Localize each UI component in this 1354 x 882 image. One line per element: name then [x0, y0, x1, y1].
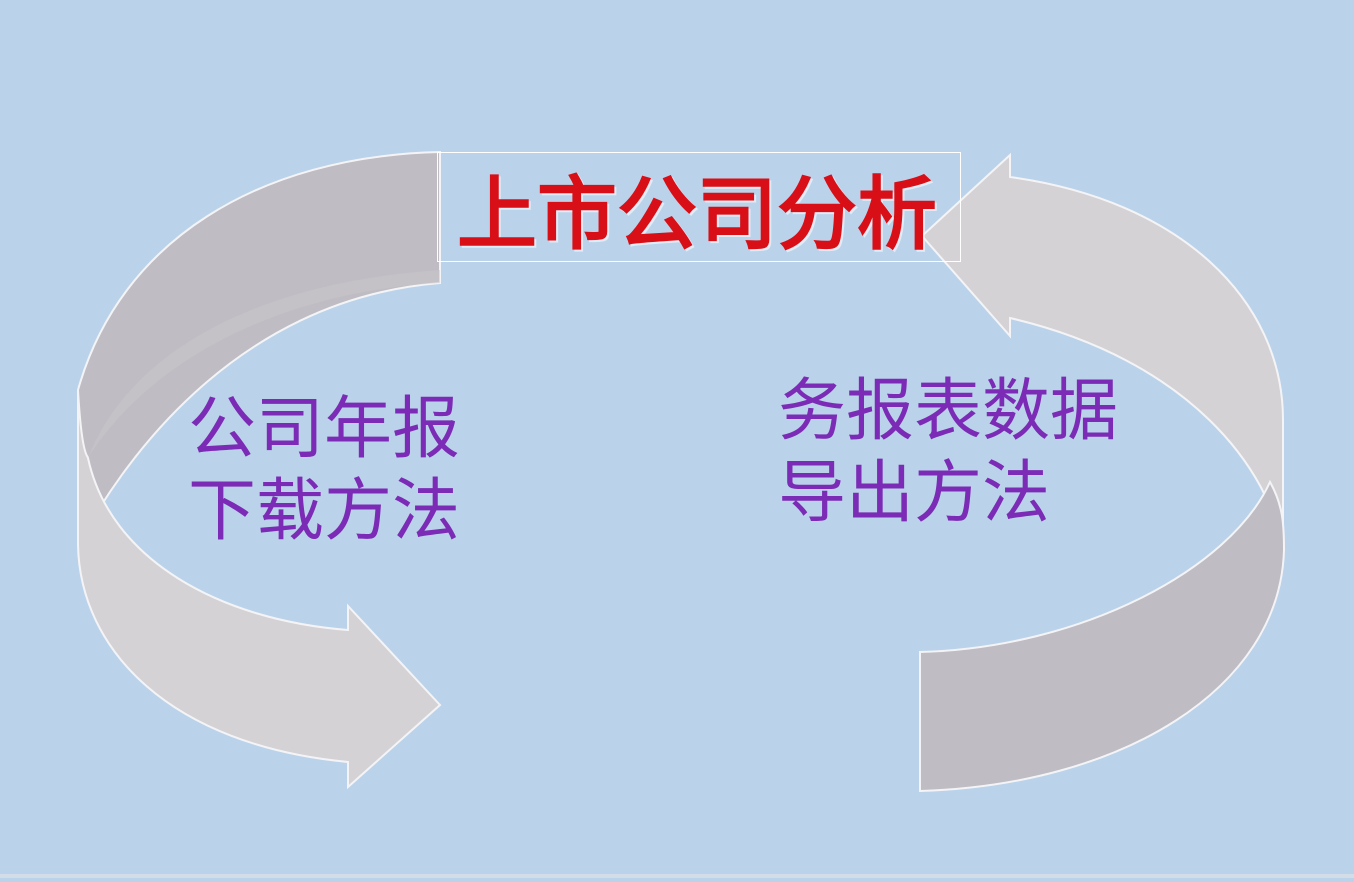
- diagram-title: 上市公司分析: [457, 168, 937, 261]
- right-label: 务报表数据 导出方法: [778, 371, 1118, 535]
- left-arrow-shade: [88, 270, 440, 458]
- right-label-line-1: 务报表数据: [778, 372, 1119, 451]
- right-label-line-2: 导出方法: [778, 454, 1051, 533]
- right-arrow-band-top: [920, 152, 1284, 551]
- left-arrow-band-front: [77, 389, 442, 790]
- right-arrow-band-bottom: [919, 479, 1286, 793]
- left-label: 公司年报 下载方法: [188, 389, 460, 553]
- bottom-rule: [0, 874, 1354, 878]
- left-label-line-1: 公司年报: [188, 390, 461, 469]
- left-label-line-2: 下载方法: [188, 472, 461, 551]
- left-curved-arrow-icon: [77, 150, 442, 790]
- right-curved-arrow-icon: [919, 152, 1286, 793]
- title-box: [437, 152, 961, 262]
